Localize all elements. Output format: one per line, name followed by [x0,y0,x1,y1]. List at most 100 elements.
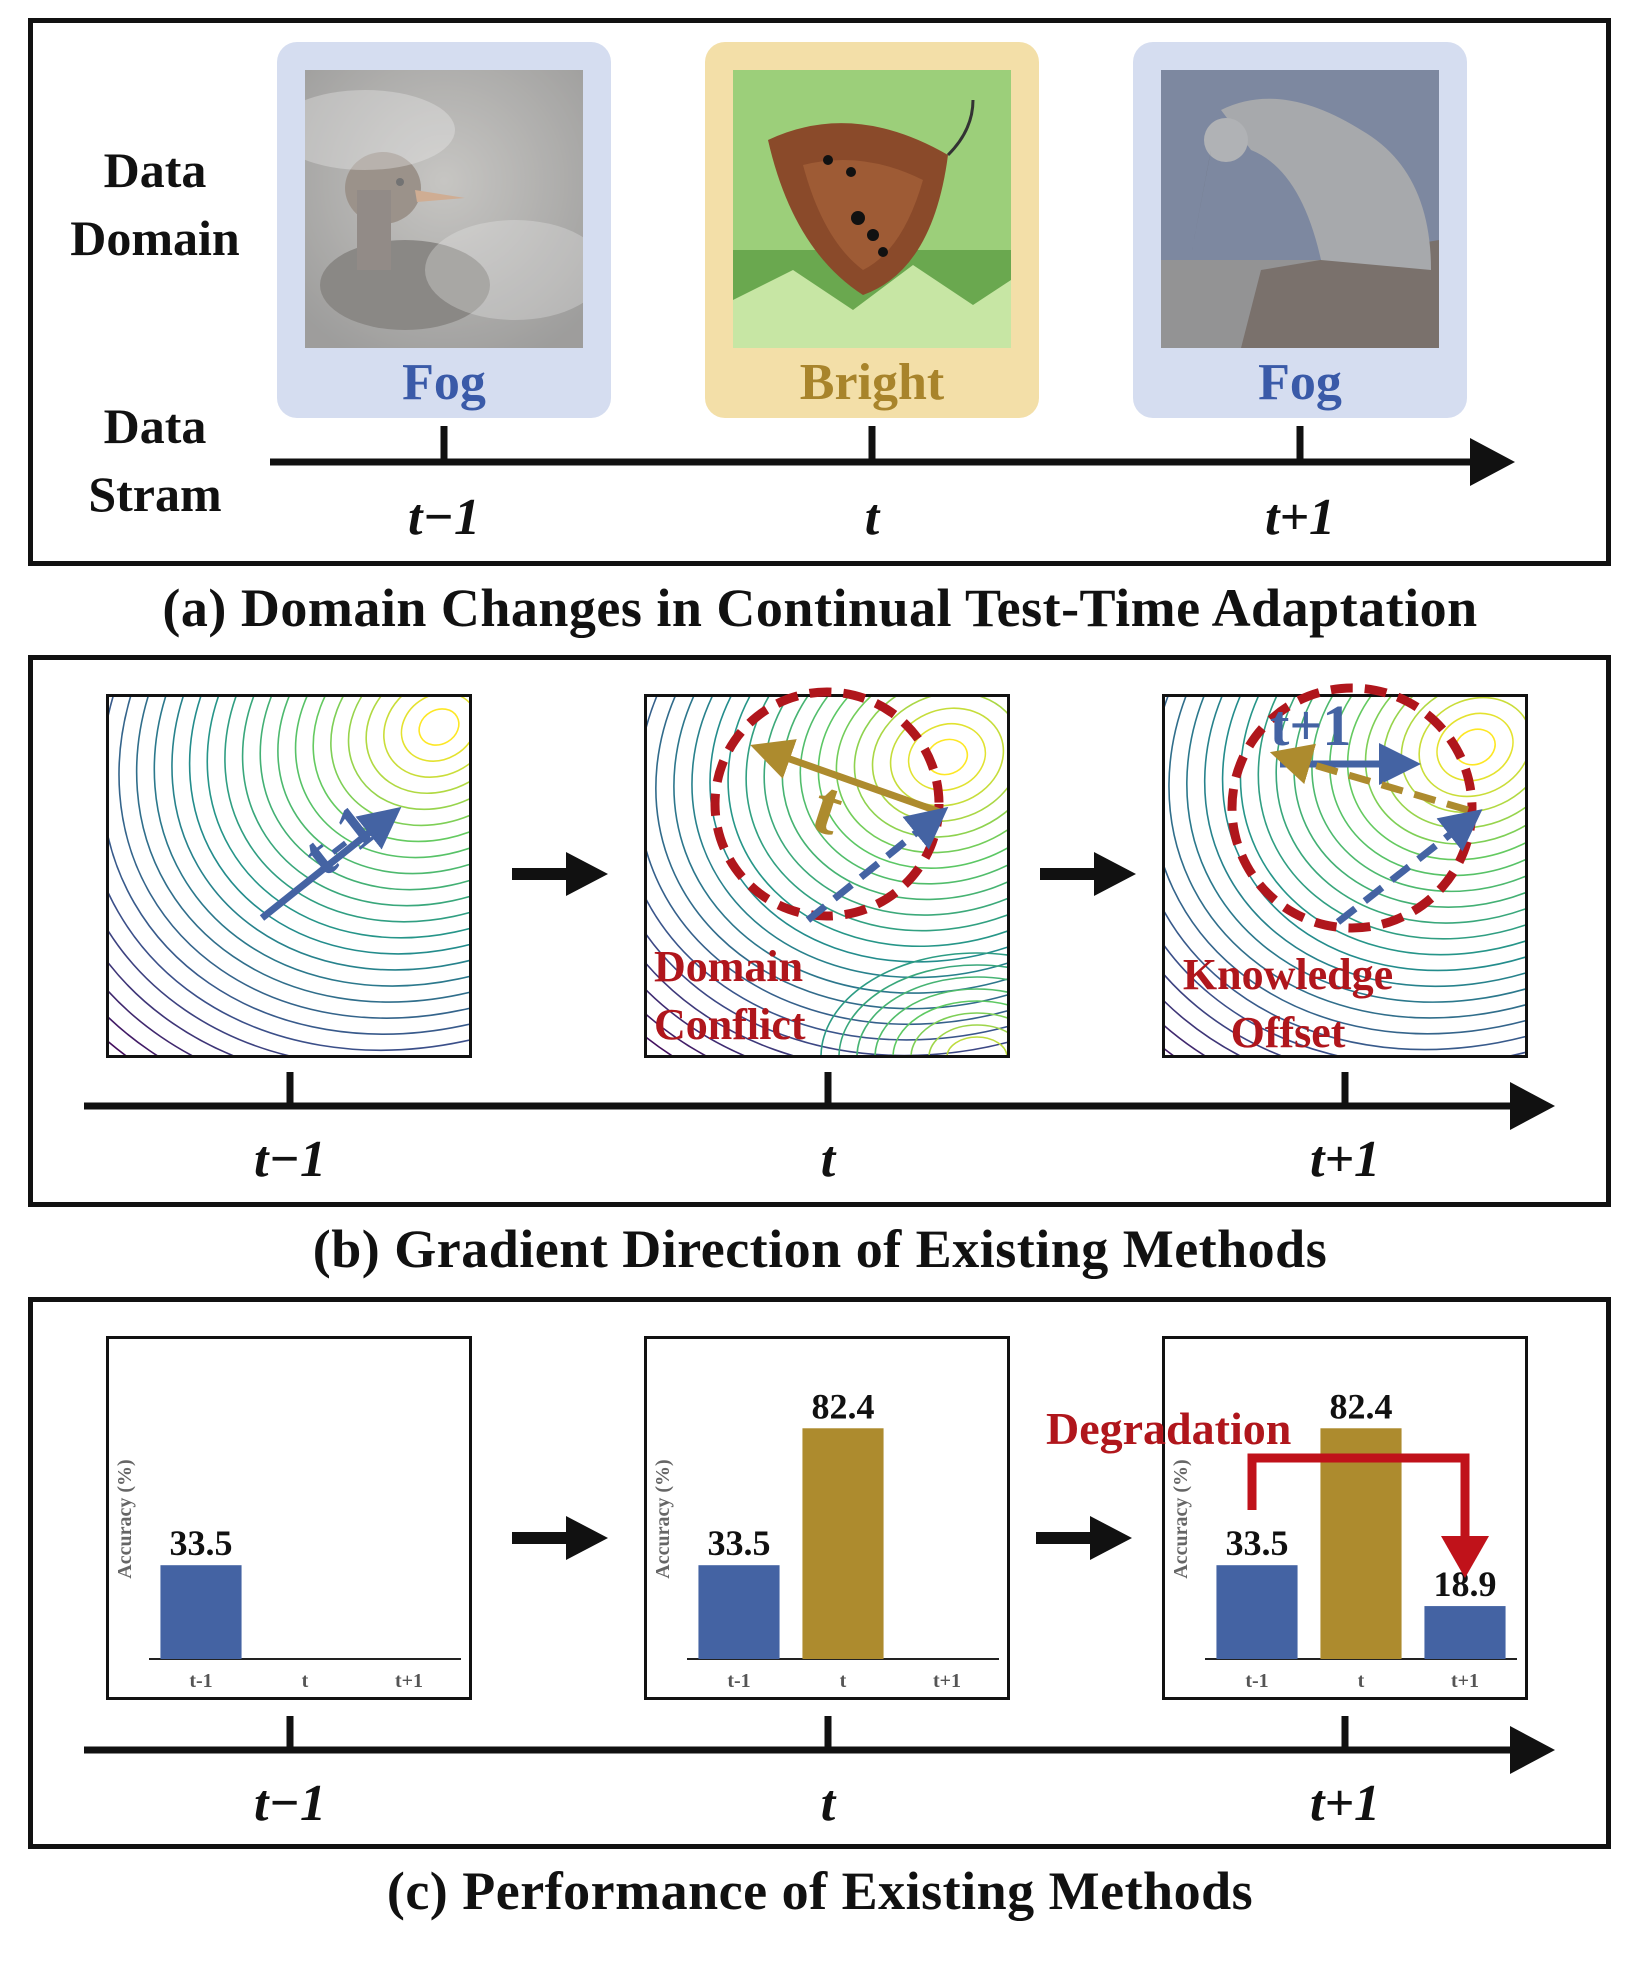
panel-c-overlay [84,1453,1555,1774]
contour-line [838,964,1007,1055]
panel-c [28,1297,1611,1849]
contour-line [673,697,1007,994]
contour-line [727,697,1007,948]
tick-label-c-2: t [820,1775,836,1832]
contour-line [1203,697,1525,988]
gradient-arrow-t [750,739,942,816]
contour-line [1165,697,1525,1035]
x-tick-label: t [840,1670,847,1692]
data-domain-label: Data Domain [70,142,240,266]
x-tick-label: t [1358,1670,1365,1692]
data-label: 82.4 [812,1386,875,1426]
data-label: 33.5 [170,1523,233,1563]
caption-c: (c) Performance of Existing Methods [386,1861,1254,1921]
gradient-overlay [84,683,1555,1130]
contour-line [745,697,1007,932]
bar-t-1 [160,1565,242,1659]
contour-line [1311,697,1525,893]
contour-line [763,697,1007,916]
contour-line [1329,697,1525,877]
contour-line [871,697,1007,823]
contour-line [946,1036,1007,1055]
contour-line [1239,697,1525,956]
caption-b: (b) Gradient Direction of Existing Metho… [312,1219,1328,1279]
y-axis-label: Accuracy (%) [114,1459,136,1578]
x-tick-label: t-1 [1245,1670,1268,1692]
domain-label-fog-2: Fog [1258,354,1342,411]
panel-b [28,655,1611,1207]
contour-line [1436,712,1514,782]
degradation-arrow [1247,1453,1470,1540]
caption-a: (a) Domain Changes in Continual Test-Tim… [162,578,1478,638]
contour-line [347,697,469,811]
gradient-arrow-t-1 [259,806,402,921]
contour-line [400,697,469,762]
contour-line [188,697,469,955]
x-tick-label: t+1 [1451,1670,1479,1692]
tick-label-a-2: t [864,489,880,546]
contour-line [224,697,469,923]
tick-label-a-3: t+1 [1264,489,1336,546]
contour-line [907,723,987,791]
contour-line [259,697,469,891]
gradient-arrow-t-1-dashed-2 [1335,809,1483,925]
contour-line [1257,697,1525,940]
contour-line [817,697,1007,870]
contour-line [171,697,469,971]
contour-line [874,988,1007,1055]
gradient-arrow-t-dashed [1269,743,1469,814]
contour-line [418,708,460,746]
x-tick-label: t [302,1670,309,1692]
contour-line [118,697,469,1019]
x-tick-label: t+1 [933,1670,961,1692]
timeline-axis-a [270,426,1515,486]
contour-line [1364,697,1525,845]
contour-line [1418,697,1525,798]
domain-label-fog-1: Fog [402,354,486,411]
contour-line [647,697,1007,1026]
tick-label-c-3: t+1 [1309,1775,1381,1832]
contour-line [1275,697,1525,924]
bar-chart-1: Accuracy (%) t-1 33.5 t t+1 [106,1336,472,1700]
conflict-circle [710,687,944,921]
contour-line [691,697,1007,979]
knowledge-offset-label: Knowledge Offset [1182,950,1394,1057]
degradation-label: Degradation [1046,1403,1292,1454]
domain-card-fog-2: Fog [1133,42,1467,418]
contour-line [1346,697,1525,861]
contour-line [853,697,1007,838]
bar-t-1 [698,1565,780,1659]
domain-card-bright: Bright [705,42,1039,418]
contour-line [109,697,469,1035]
contour-line [153,697,469,987]
contour-line [910,1012,1007,1055]
x-tick-label: t+1 [395,1670,423,1692]
contour-line [1293,697,1525,908]
contour-line [781,697,1007,901]
contour-line [312,697,469,843]
domain-card-fog-1: Fog [277,42,611,418]
step-label-t+1: t+1 [1270,693,1352,758]
contour-line [109,697,469,1052]
bar-t [802,1428,884,1659]
tick-label-a-1: t−1 [408,489,480,546]
bar-t [1320,1428,1402,1659]
contour-line [330,697,469,827]
contour-line [135,697,469,1003]
offset-circle [1227,683,1477,933]
bar-t+1 [1424,1606,1506,1659]
data-stream-label: Data Stram [88,398,222,522]
bright-butterfly-image [733,70,1011,348]
contour-line [241,697,469,907]
contour-line [206,697,469,939]
contour-line [277,697,469,875]
contour-line [294,697,469,859]
x-tick-label: t-1 [189,1670,212,1692]
data-label: 33.5 [1226,1523,1289,1563]
contour-line [1186,697,1525,1003]
contour-line [655,697,1007,1010]
y-axis-label: Accuracy (%) [652,1459,674,1578]
contour-line [856,976,1007,1055]
domain-label-bright: Bright [799,354,945,411]
